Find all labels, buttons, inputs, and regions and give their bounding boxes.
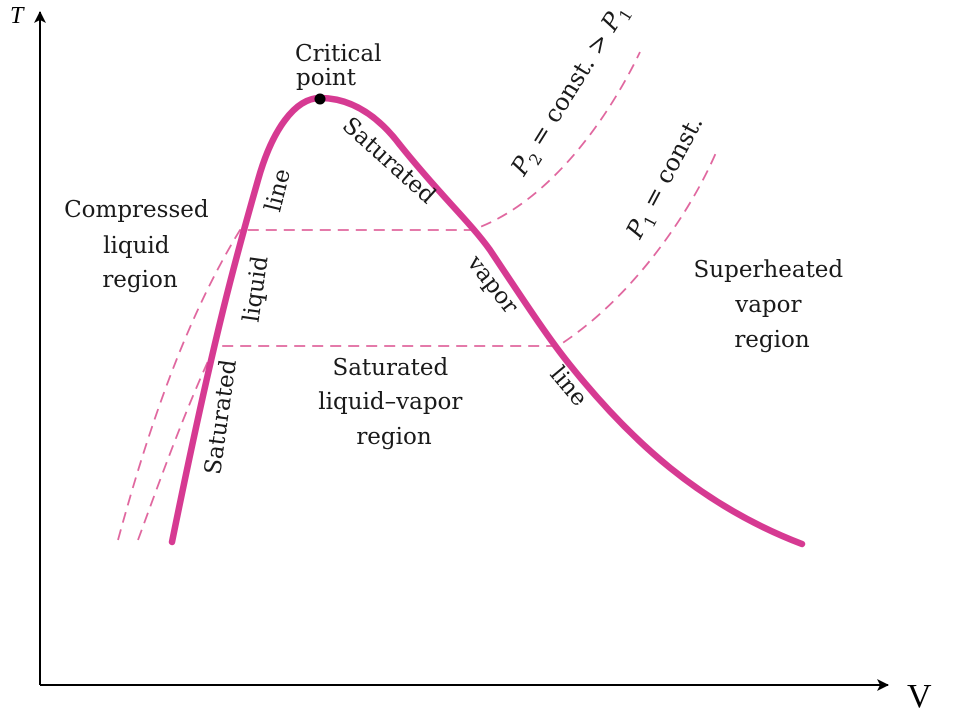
critical-point-label-line2: point (296, 65, 357, 91)
x-axis-label: V (907, 678, 932, 715)
compressed-liquid-region-label: Compressed liquid region (64, 197, 216, 293)
saturated-liquid-line-word3: line (260, 166, 296, 214)
critical-point-marker (314, 93, 326, 105)
saturated-liquid-line-word2: liquid (239, 254, 274, 324)
isobar-p2-label: P2 = const. > P1 (505, 0, 637, 183)
saturated-mixture-region-label: Saturated liquid–vapor region (318, 355, 469, 450)
isobar-p1-label: P1 = const. (620, 111, 712, 246)
isobar-p1-line (137, 147, 719, 541)
saturated-vapor-line-word3: line (545, 362, 593, 412)
isobar-p2-line (117, 51, 641, 541)
y-axis-label: T (10, 3, 25, 29)
superheated-vapor-region-label: Superheated vapor region (694, 257, 851, 353)
saturation-dome-curve (168, 94, 806, 548)
critical-point-label-line1: Critical (295, 41, 382, 67)
